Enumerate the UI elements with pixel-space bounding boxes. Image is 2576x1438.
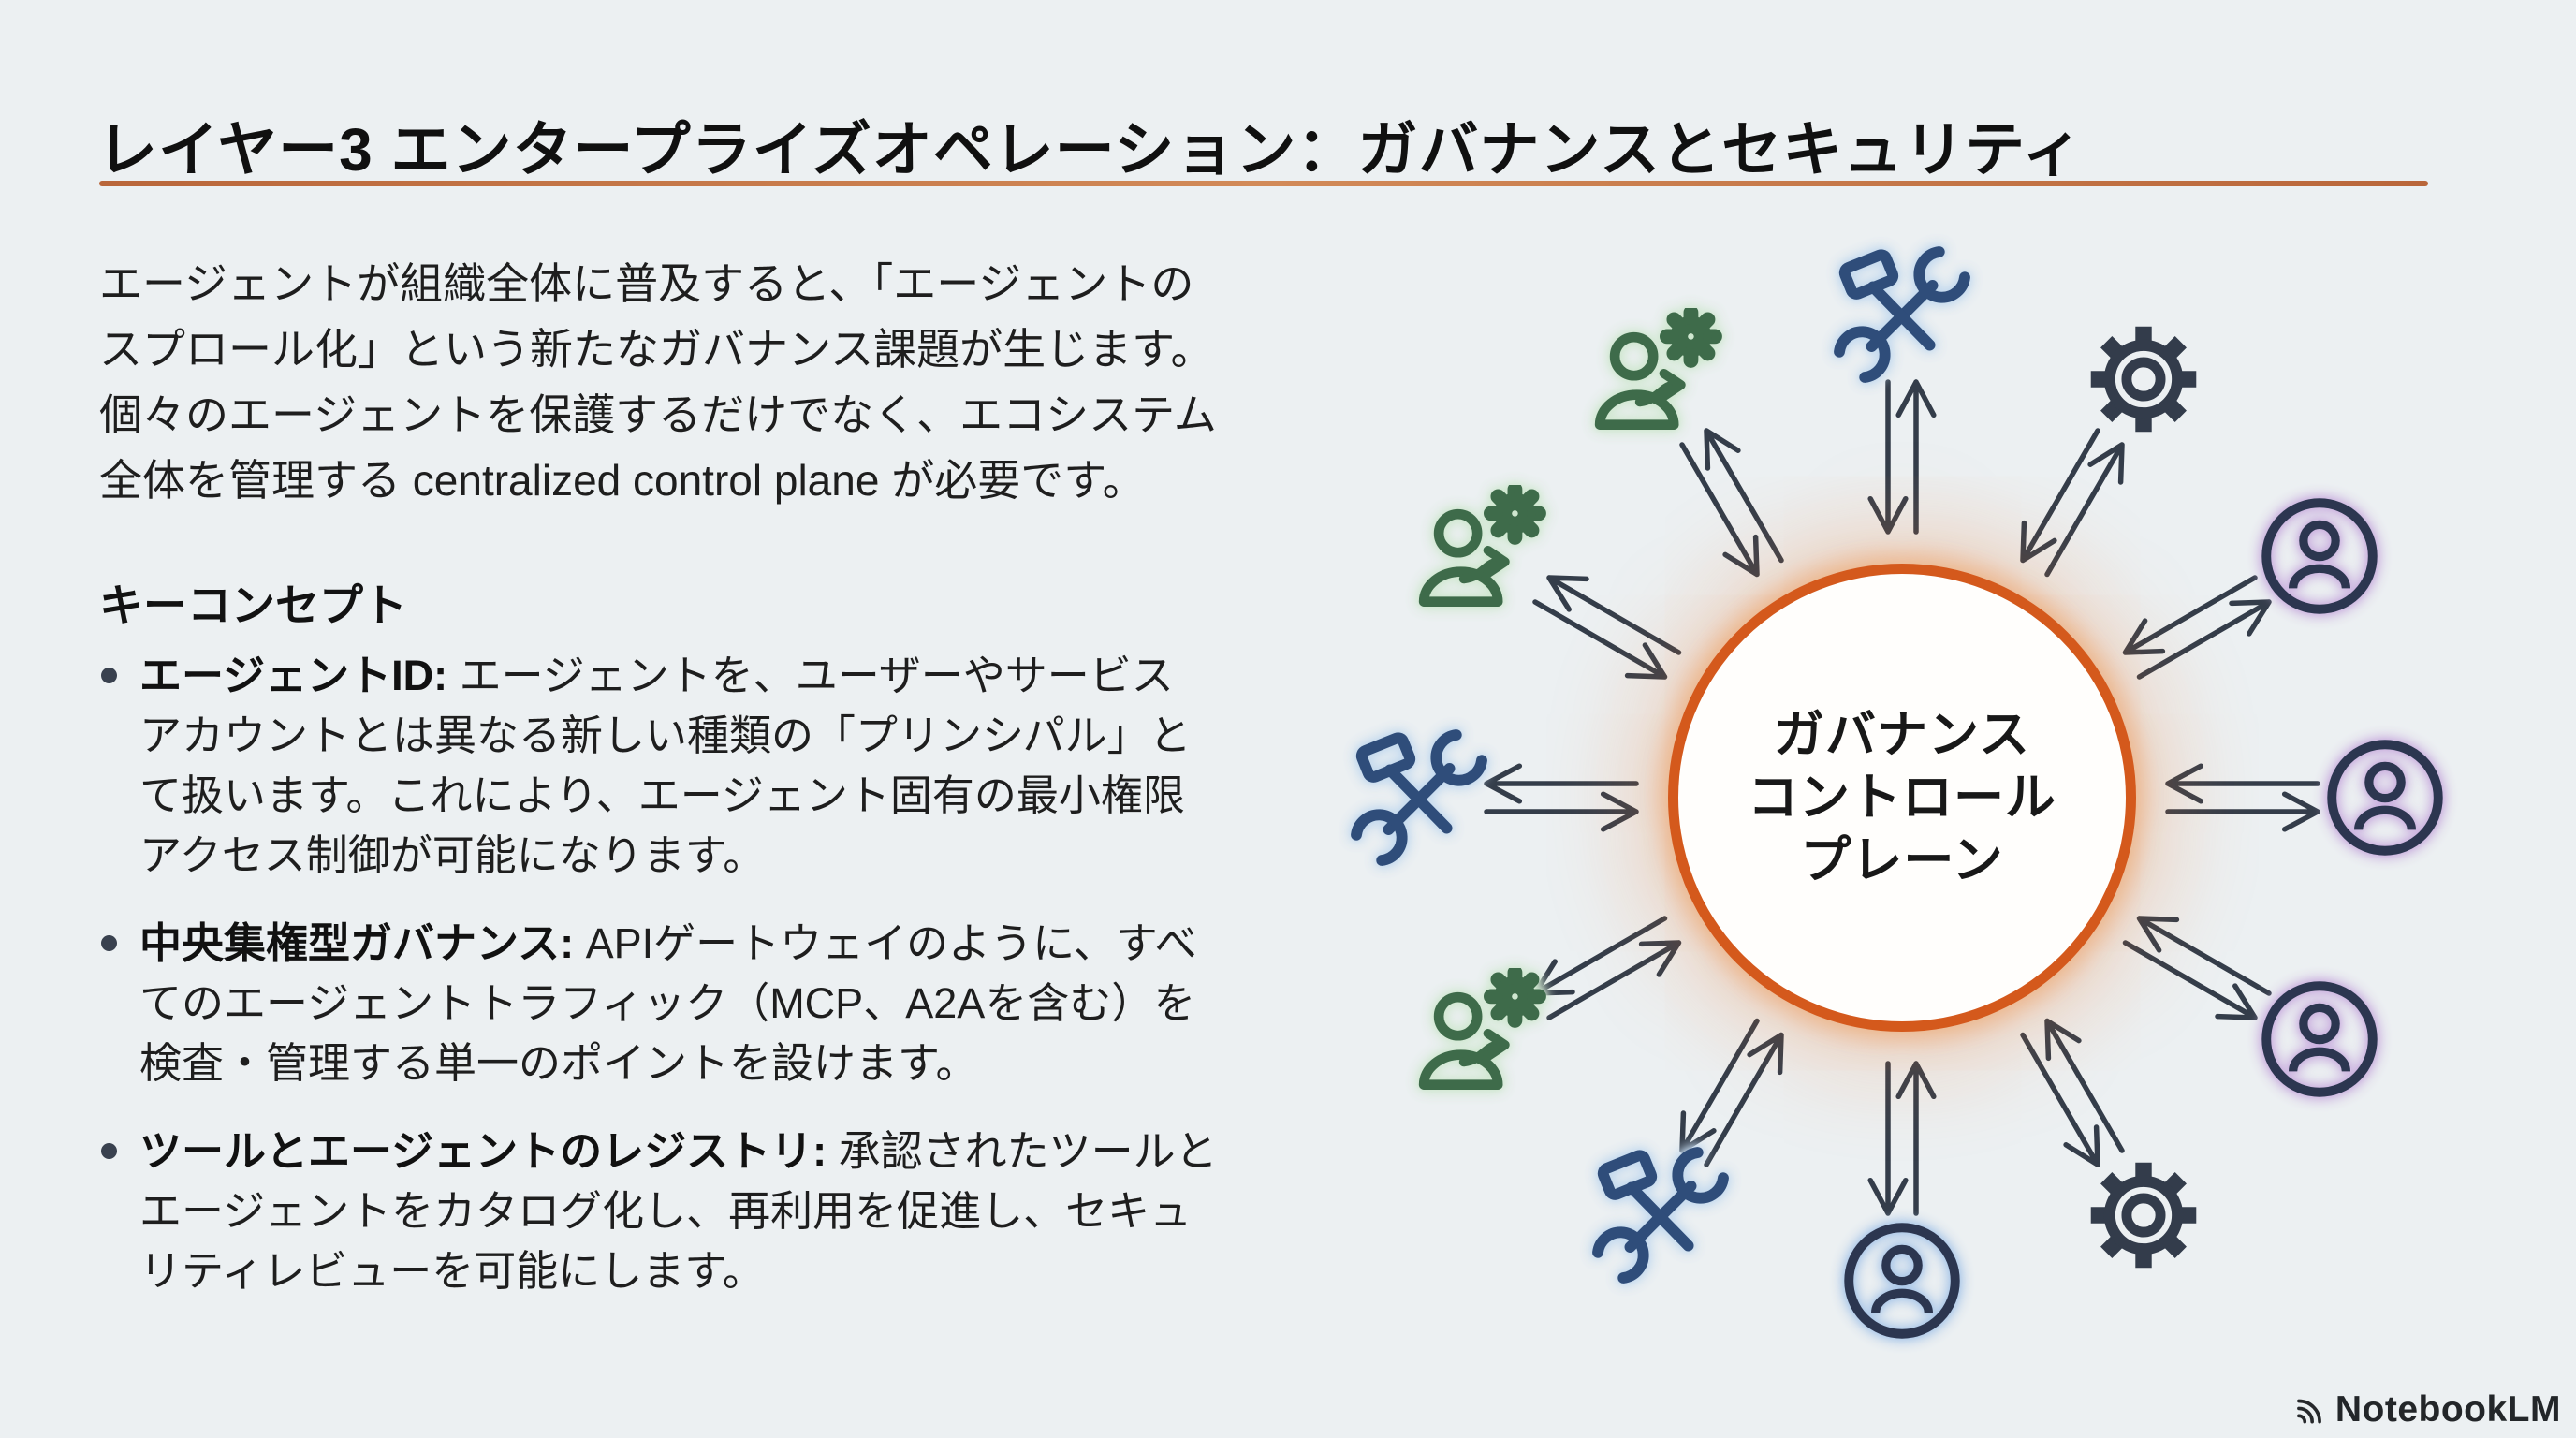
tools-icon bbox=[1350, 728, 1488, 867]
bullet-text: ツールとエージェントのレジストリ: 承認されたツールと エージェントをカタログ化… bbox=[139, 1127, 1218, 1295]
control-plane-node: ガバナンス コントロール プレーン bbox=[1668, 564, 2136, 1032]
notebooklm-logo: NotebookLM bbox=[2291, 1389, 2561, 1431]
agent-gear-icon bbox=[1412, 485, 1555, 627]
agent-gear-icon bbox=[1588, 308, 1731, 450]
user-icon bbox=[2258, 977, 2381, 1101]
gear-icon bbox=[2081, 1152, 2206, 1278]
key-concepts-list: エージェントID: エージェントを、ユーザーやサービス アカウントとは異なる新し… bbox=[97, 646, 1389, 1329]
control-plane-label: ガバナンス コントロール プレーン bbox=[1748, 706, 2056, 888]
intro-paragraph: エージェントが組織全体に普及すると、「エージェントの スプロール化」という新たな… bbox=[99, 259, 1217, 505]
bullet-lead: エージェントID: bbox=[139, 652, 448, 699]
key-concept-item: ツールとエージェントのレジストリ: 承認されたツールと エージェントをカタログ化… bbox=[97, 1122, 1389, 1301]
user-icon bbox=[2323, 736, 2447, 859]
key-concept-item: エージェントID: エージェントを、ユーザーやサービス アカウントとは異なる新し… bbox=[97, 646, 1389, 886]
user-icon bbox=[2258, 494, 2381, 618]
user-icon bbox=[1840, 1219, 1964, 1343]
tools-icon bbox=[1591, 1146, 1730, 1284]
key-concept-item: 中央集権型ガバナンス: APIゲートウェイのように、すべ てのエージェントトラフ… bbox=[97, 914, 1389, 1093]
title-underline bbox=[99, 181, 2428, 186]
agent-gear-icon bbox=[1412, 968, 1555, 1110]
gear-icon bbox=[2081, 316, 2206, 442]
page-title: レイヤー3 エンタープライズオペレーション：ガバナンスとセキュリティ bbox=[97, 115, 2084, 183]
bullet-dot bbox=[101, 935, 117, 951]
bullet-text: エージェントID: エージェントを、ユーザーやサービス アカウントとは異なる新し… bbox=[139, 652, 1192, 879]
bullet-lead: 中央集権型ガバナンス: bbox=[139, 919, 575, 967]
bullet-lead: ツールとエージェントのレジストリ: bbox=[139, 1127, 827, 1175]
bullet-text: 中央集権型ガバナンス: APIゲートウェイのように、すべ てのエージェントトラフ… bbox=[139, 919, 1197, 1087]
tools-icon bbox=[1833, 245, 1971, 384]
key-concepts-heading: キーコンセプト bbox=[99, 580, 407, 630]
bullet-dot bbox=[101, 668, 117, 683]
bullet-dot bbox=[101, 1143, 117, 1159]
notebooklm-wordmark: NotebookLM bbox=[2334, 1389, 2561, 1430]
notebooklm-icon bbox=[2296, 1399, 2321, 1424]
